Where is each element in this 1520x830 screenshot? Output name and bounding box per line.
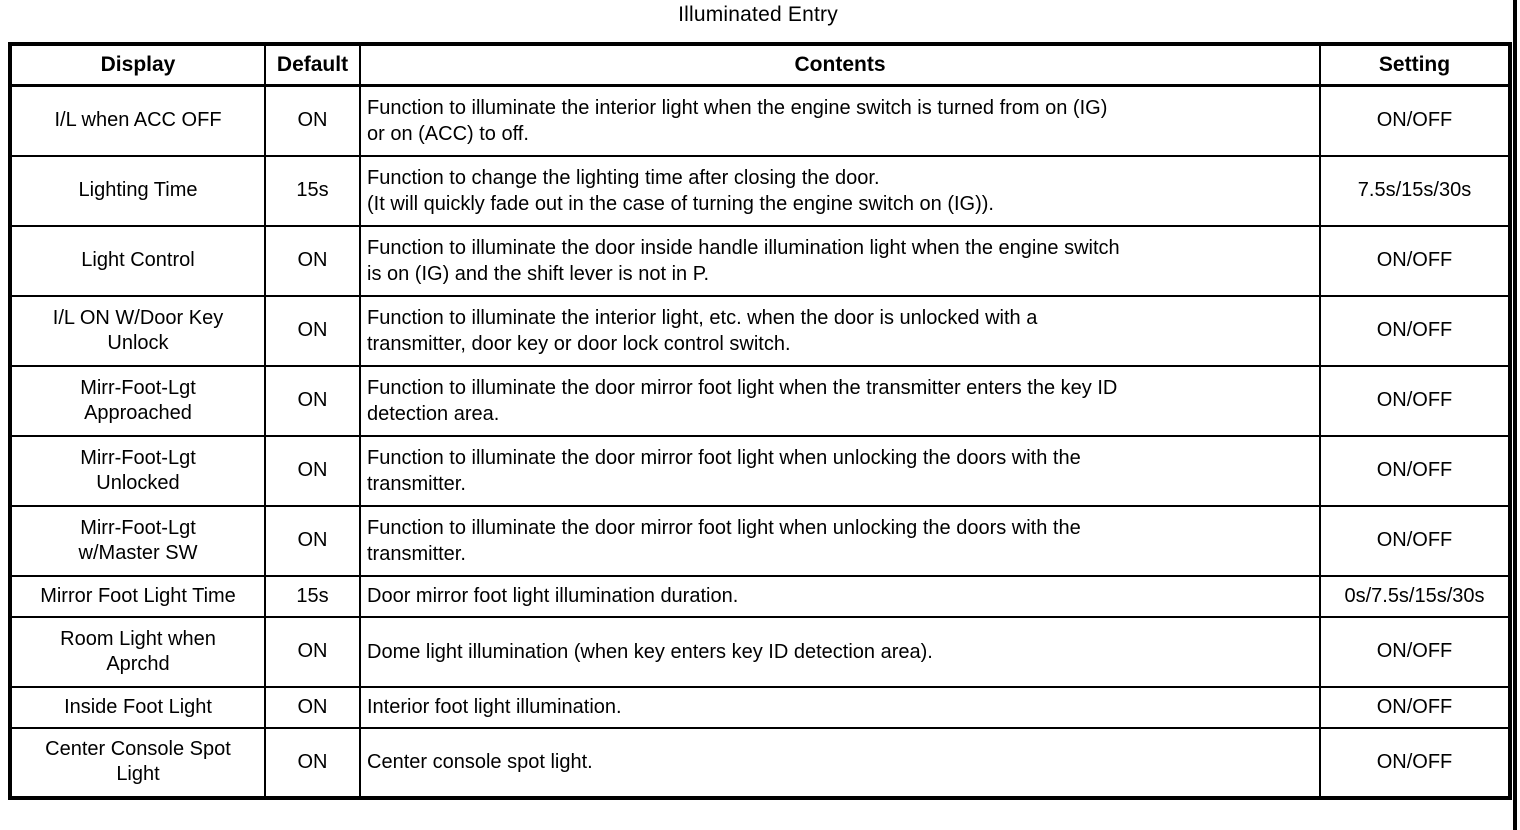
table-row: Inside Foot Light ON Interior foot light… [9, 685, 1511, 729]
default-cell: 15s [264, 574, 361, 618]
setting-cell: 7.5s/15s/30s [1319, 154, 1511, 227]
display-cell: Light Control [9, 224, 266, 297]
table-row: Lighting Time 15s Function to change the… [9, 154, 1511, 227]
display-cell: Mirr-Foot-Lgt w/Master SW [9, 504, 266, 577]
column-header-contents: Contents [359, 43, 1321, 87]
contents-cell: Center console spot light. [359, 726, 1321, 799]
default-cell: ON [264, 84, 361, 157]
display-cell: Mirr-Foot-Lgt Approached [9, 364, 266, 437]
contents-cell: Function to illuminate the door mirror f… [359, 504, 1321, 577]
display-cell: Center Console Spot Light [9, 726, 266, 799]
setting-cell: ON/OFF [1319, 84, 1511, 157]
setting-cell: 0s/7.5s/15s/30s [1319, 574, 1511, 618]
default-cell: ON [264, 504, 361, 577]
display-cell: Lighting Time [9, 154, 266, 227]
default-cell: 15s [264, 154, 361, 227]
contents-cell: Function to illuminate the door mirror f… [359, 364, 1321, 437]
contents-cell: Dome light illumination (when key enters… [359, 615, 1321, 688]
default-cell: ON [264, 685, 361, 729]
table-row: Light Control ON Function to illuminate … [9, 224, 1511, 297]
setting-cell: ON/OFF [1319, 434, 1511, 507]
setting-cell: ON/OFF [1319, 726, 1511, 799]
table-row: Center Console Spot Light ON Center cons… [9, 726, 1511, 799]
setting-cell: ON/OFF [1319, 615, 1511, 688]
contents-cell: Function to illuminate the door mirror f… [359, 434, 1321, 507]
setting-cell: ON/OFF [1319, 685, 1511, 729]
table-row: I/L when ACC OFF ON Function to illumina… [9, 84, 1511, 157]
default-cell: ON [264, 615, 361, 688]
default-cell: ON [264, 294, 361, 367]
table-row: Mirr-Foot-Lgt Unlocked ON Function to il… [9, 434, 1511, 507]
default-cell: ON [264, 434, 361, 507]
display-cell: Inside Foot Light [9, 685, 266, 729]
contents-cell: Door mirror foot light illumination dura… [359, 574, 1321, 618]
column-header-default: Default [264, 43, 361, 87]
table-row: Mirror Foot Light Time 15s Door mirror f… [9, 574, 1511, 618]
table-row: Mirr-Foot-Lgt Approached ON Function to … [9, 364, 1511, 437]
column-header-setting: Setting [1319, 43, 1511, 87]
table-row: Mirr-Foot-Lgt w/Master SW ON Function to… [9, 504, 1511, 577]
page-edge-line [1513, 0, 1517, 830]
display-cell: I/L ON W/Door Key Unlock [9, 294, 266, 367]
contents-cell: Function to illuminate the door inside h… [359, 224, 1321, 297]
column-header-display: Display [9, 43, 266, 87]
display-cell: Room Light when Aprchd [9, 615, 266, 688]
table-row: I/L ON W/Door Key Unlock ON Function to … [9, 294, 1511, 367]
setting-cell: ON/OFF [1319, 294, 1511, 367]
display-cell: Mirror Foot Light Time [9, 574, 266, 618]
default-cell: ON [264, 726, 361, 799]
setting-cell: ON/OFF [1319, 224, 1511, 297]
page-title: Illuminated Entry [678, 3, 838, 26]
default-cell: ON [264, 224, 361, 297]
default-cell: ON [264, 364, 361, 437]
setting-cell: ON/OFF [1319, 364, 1511, 437]
contents-cell: Function to illuminate the interior ligh… [359, 84, 1321, 157]
table-row: Room Light when Aprchd ON Dome light ill… [9, 615, 1511, 688]
contents-cell: Function to illuminate the interior ligh… [359, 294, 1321, 367]
setting-cell: ON/OFF [1319, 504, 1511, 577]
display-cell: I/L when ACC OFF [9, 84, 266, 157]
illuminated-entry-table: Display Default Contents Setting I/L whe… [8, 42, 1512, 800]
contents-cell: Interior foot light illumination. [359, 685, 1321, 729]
contents-cell: Function to change the lighting time aft… [359, 154, 1321, 227]
table-header-row: Display Default Contents Setting [9, 43, 1511, 87]
display-cell: Mirr-Foot-Lgt Unlocked [9, 434, 266, 507]
